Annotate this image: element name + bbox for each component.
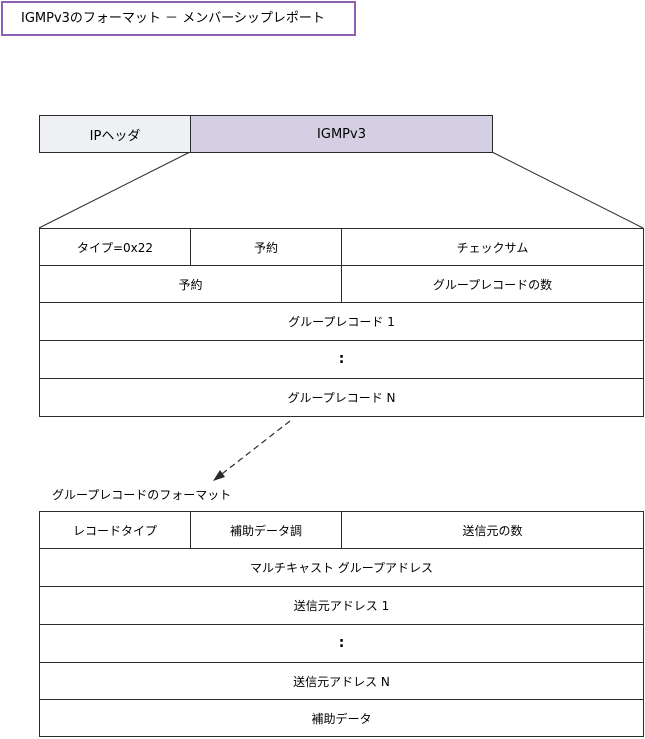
expand-line-right	[491, 151, 644, 229]
source-address-1-label: 送信元アドレス 1	[293, 599, 390, 613]
aux-data-field: 補助データ	[39, 699, 644, 737]
multicast-address-label: マルチキャスト グループアドレス	[249, 561, 434, 575]
group-record-ellipsis-row: :	[39, 340, 644, 379]
diagram-title: IGMPv3のフォーマット － メンバーシップレポート	[1, 1, 356, 36]
aux-data-len-label: 補助データ調	[229, 523, 302, 538]
record-type-label: レコードタイプ	[72, 523, 157, 538]
checksum-field-label: チェックサム	[456, 240, 529, 255]
source-address-n-label: 送信元アドレス N	[293, 674, 390, 689]
igmpv3-label: IGMPv3	[317, 126, 366, 142]
ip-header-label: IPヘッダ	[89, 128, 141, 144]
multicast-address-field: マルチキャスト グループアドレス	[39, 548, 644, 587]
igmpv3-field: IGMPv3	[190, 115, 493, 153]
num-sources-label: 送信元の数	[462, 523, 523, 538]
group-record-n-label: グループレコード N	[287, 391, 396, 405]
type-field: タイプ=0x22	[39, 228, 191, 266]
ellipsis-dots: :	[338, 351, 345, 367]
group-record-format-label: グループレコードのフォーマット	[52, 488, 232, 502]
ellipsis-dots: :	[338, 635, 345, 651]
expand-line-left	[38, 151, 191, 229]
dashed-arrow-line	[217, 420, 291, 478]
reserved-field-1-label: 予約	[253, 240, 278, 255]
reserved-field-2-label: 予約	[178, 277, 203, 292]
num-group-records-field: グループレコードの数	[341, 265, 644, 303]
source-address-ellipsis-row: :	[39, 624, 644, 663]
reserved-field-1: 予約	[190, 228, 342, 266]
ip-header-field: IPヘッダ	[39, 115, 191, 153]
record-type-field: レコードタイプ	[39, 511, 191, 549]
aux-data-label: 補助データ	[311, 711, 372, 726]
group-record-n-field: グループレコード N	[39, 378, 644, 417]
num-sources-field: 送信元の数	[341, 511, 644, 549]
group-record-1-label: グループレコード 1	[288, 315, 395, 329]
source-address-1-field: 送信元アドレス 1	[39, 586, 644, 625]
group-record-1-field: グループレコード 1	[39, 302, 644, 341]
checksum-field: チェックサム	[341, 228, 644, 266]
type-field-label: タイプ=0x22	[76, 240, 154, 255]
source-address-n-field: 送信元アドレス N	[39, 662, 644, 700]
aux-data-len-field: 補助データ調	[190, 511, 342, 549]
dashed-arrow-head	[213, 470, 225, 481]
reserved-field-2: 予約	[39, 265, 342, 303]
num-group-records-label: グループレコードの数	[432, 277, 553, 292]
